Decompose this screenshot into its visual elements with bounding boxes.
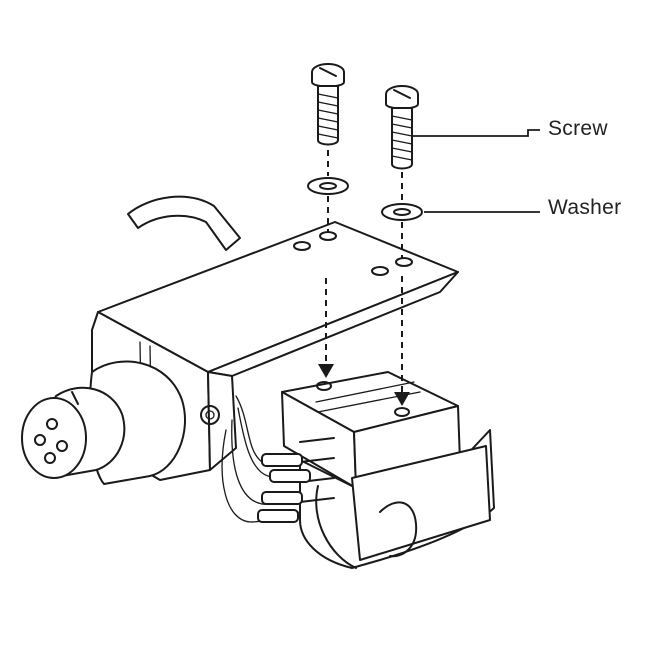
lead-wires — [221, 395, 311, 523]
screw-callout-line — [412, 129, 540, 137]
finger-lift — [127, 195, 241, 251]
arrow-head-right — [394, 392, 410, 406]
screw-left — [311, 63, 345, 146]
arrow-head-left — [318, 364, 334, 378]
alignment-lines — [318, 150, 410, 406]
washer-left — [307, 177, 349, 195]
screw-right — [385, 85, 419, 170]
washer-label: Washer — [548, 196, 622, 219]
connector-plug — [21, 360, 186, 485]
screw-label: Screw — [548, 117, 608, 140]
washer-right — [381, 203, 423, 221]
cartridge — [281, 371, 495, 569]
